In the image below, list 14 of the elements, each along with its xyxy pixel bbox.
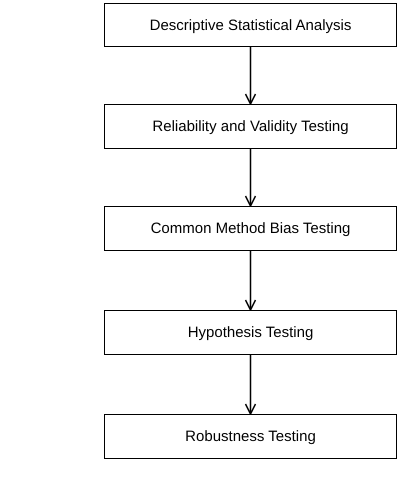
- step-label: Reliability and Validity Testing: [152, 118, 349, 135]
- step-label: Hypothesis Testing: [188, 324, 314, 341]
- arrow: [244, 251, 256, 311]
- step-label: Robustness Testing: [185, 428, 316, 445]
- process-box: [104, 414, 397, 459]
- arrow: [244, 47, 256, 105]
- process-box: [104, 3, 397, 47]
- arrow: [244, 355, 256, 415]
- step-label: Descriptive Statistical Analysis: [150, 16, 352, 34]
- step-label: Common Method Bias Testing: [150, 220, 350, 237]
- process-box: [104, 104, 397, 149]
- process-box: [104, 206, 397, 251]
- arrow: [244, 149, 256, 207]
- process-box: [104, 310, 397, 355]
